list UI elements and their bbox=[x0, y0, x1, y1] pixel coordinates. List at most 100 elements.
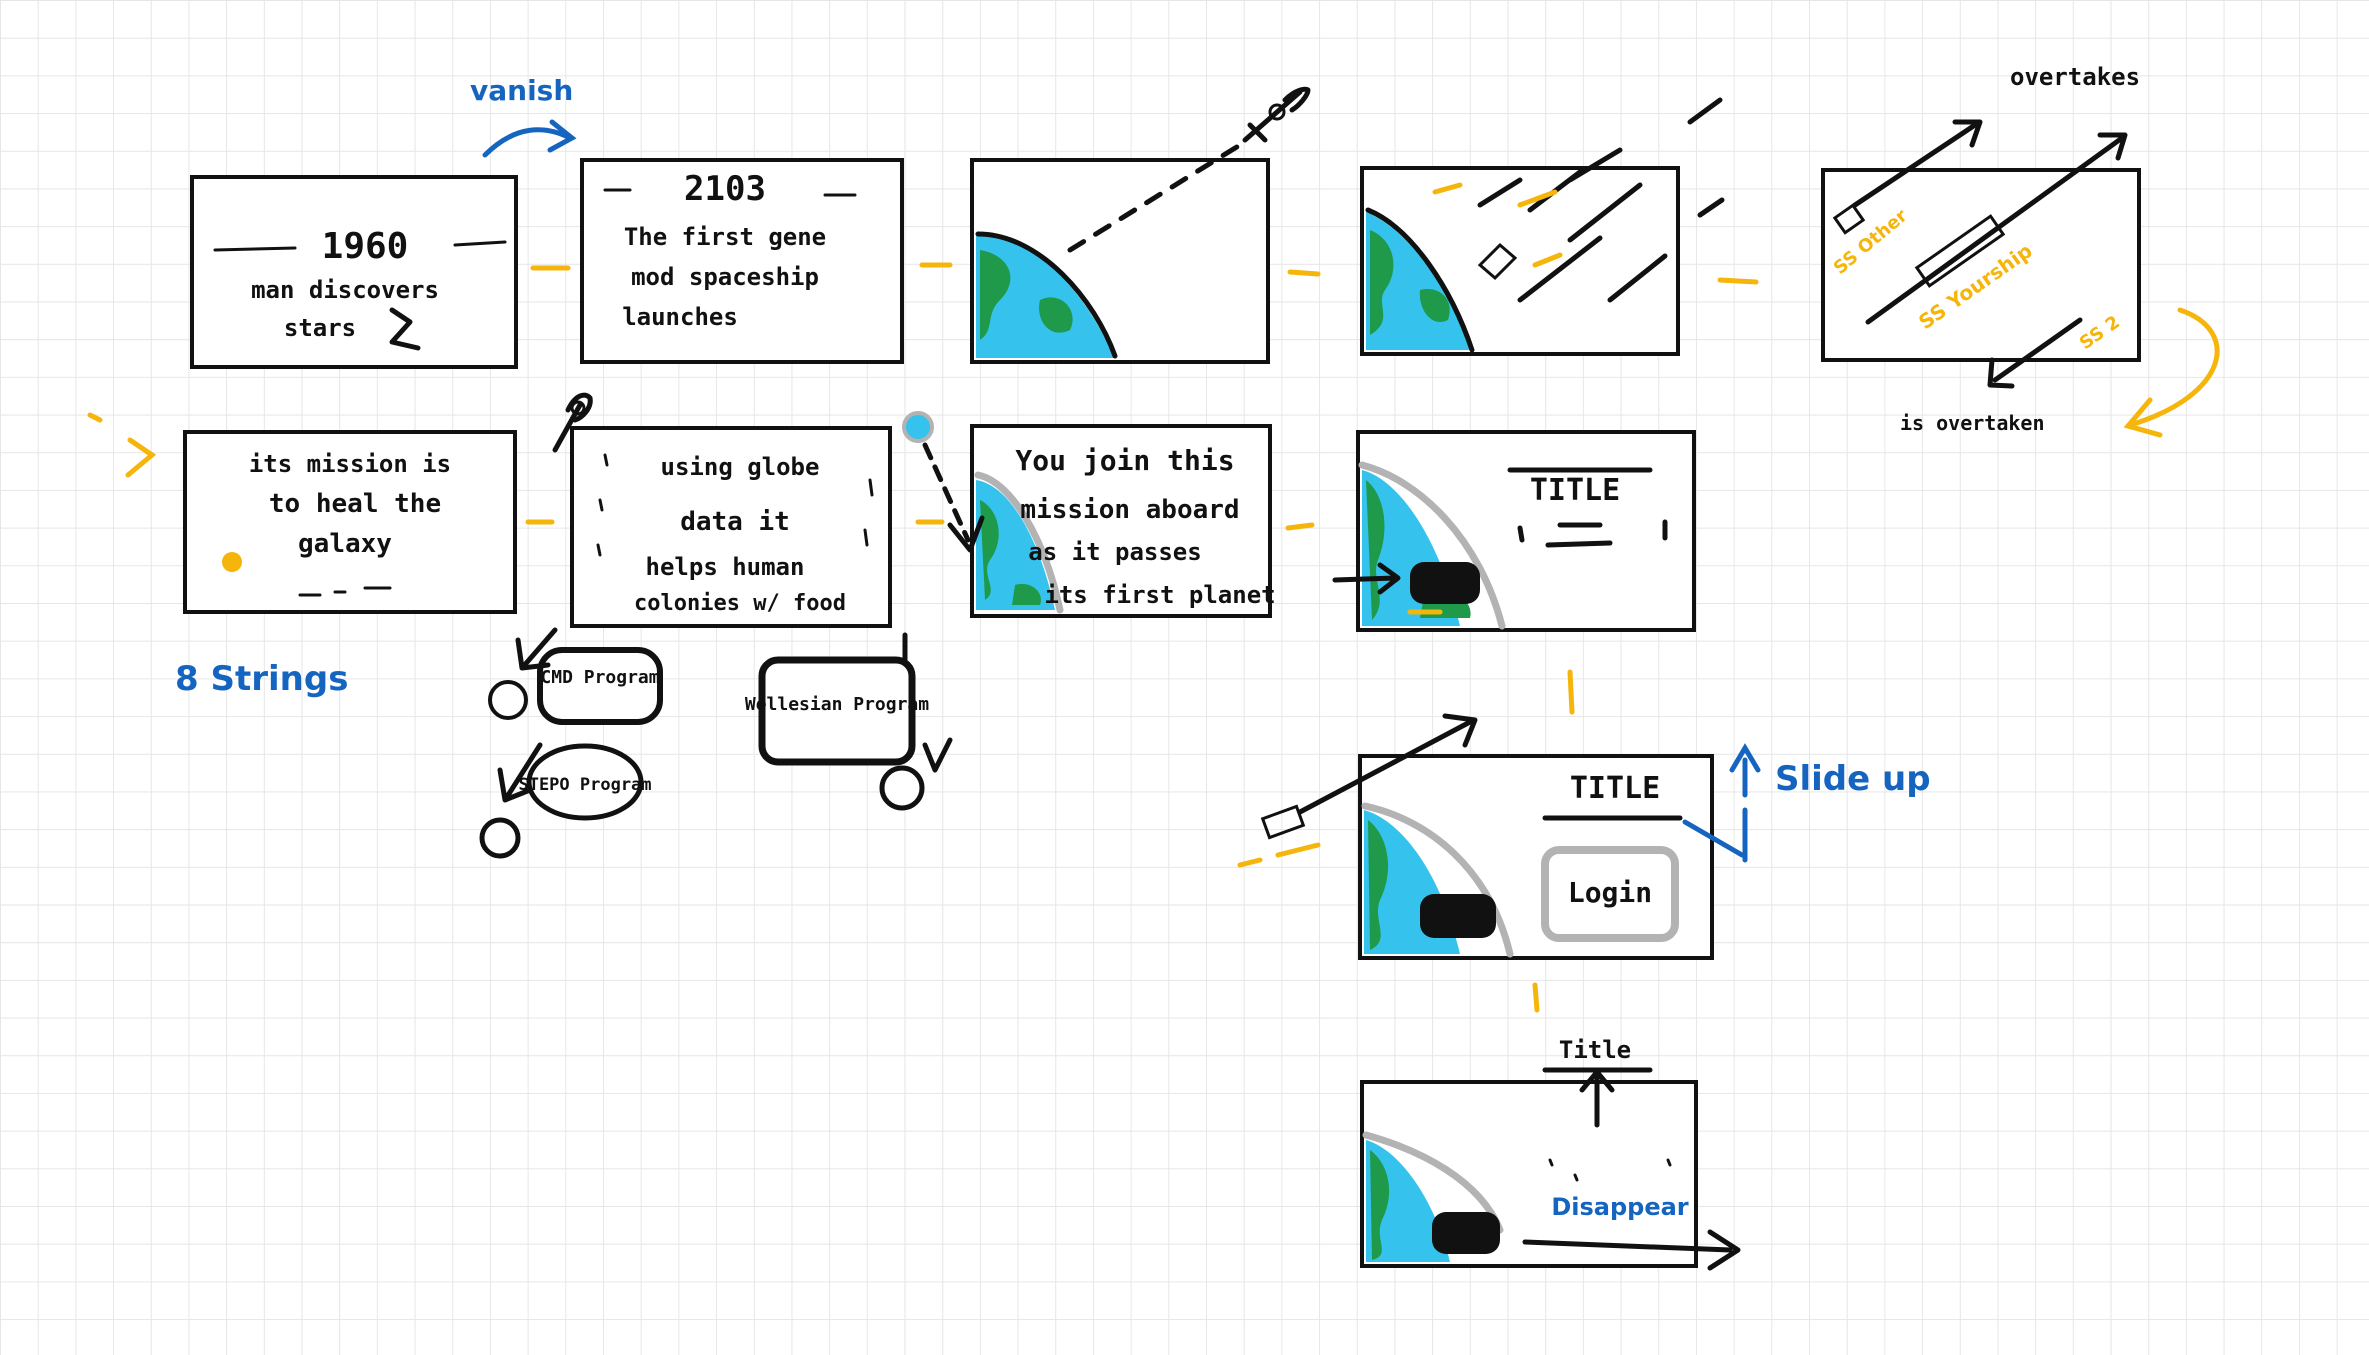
bubble-1-node bbox=[488, 680, 528, 720]
panel-7-line-2: data it bbox=[680, 507, 790, 537]
panel-2-frame bbox=[580, 158, 904, 364]
planet-horizon bbox=[1365, 207, 1475, 353]
slide-up-arrow bbox=[1729, 743, 1761, 798]
zoom-arrow-head bbox=[947, 515, 985, 553]
rocket-icon bbox=[552, 392, 593, 453]
bubble-wellesian-program: Wellesian Program bbox=[745, 632, 953, 811]
label-overtaken: is overtaken bbox=[1900, 411, 2045, 435]
planet-ocean bbox=[1366, 1140, 1450, 1262]
row-1-connectors bbox=[530, 262, 1759, 285]
orbit-line bbox=[1358, 461, 1506, 630]
planet-land bbox=[980, 250, 1073, 340]
planet-ocean bbox=[976, 480, 1055, 610]
year-dash-lines bbox=[213, 240, 507, 252]
overtake-line-a bbox=[1852, 122, 1978, 208]
panel-2: 2103 The first gene mod spaceship launch… bbox=[580, 158, 904, 364]
panel-2-line-2: mod spaceship bbox=[631, 263, 819, 291]
panel-11-disappear-label: Disappear bbox=[1551, 1193, 1688, 1221]
panel-2-line-3: launches bbox=[622, 303, 738, 331]
note-vanish: vanish bbox=[470, 74, 573, 107]
launch-trajectory bbox=[1067, 142, 1243, 253]
label-overtakes: overtakes bbox=[2010, 63, 2140, 91]
bubble-2-frame bbox=[526, 743, 644, 821]
login-button[interactable] bbox=[1541, 846, 1679, 942]
spaceship-icon bbox=[1432, 1212, 1500, 1254]
ship-other-icon bbox=[1832, 203, 1866, 235]
bubble-3-arrow bbox=[902, 632, 953, 773]
planet-horizon bbox=[975, 231, 1118, 359]
rocket-icon bbox=[1242, 86, 1311, 143]
vanish-arrow bbox=[482, 127, 573, 158]
panel-8-line-2: mission aboard bbox=[1020, 495, 1239, 525]
login-placeholder bbox=[1517, 519, 1668, 548]
speed-lines-yellow bbox=[1432, 182, 1563, 268]
bubble-1-frame bbox=[537, 647, 663, 725]
zoom-dashed-arrow bbox=[922, 442, 971, 543]
panel-3 bbox=[970, 142, 1270, 364]
bubble-2-node bbox=[479, 817, 521, 859]
panel-2-year: 2103 bbox=[684, 169, 766, 209]
planet-ocean bbox=[976, 236, 1114, 358]
disappear-arrow bbox=[1522, 1229, 1741, 1271]
panel-9: TITLE bbox=[1332, 430, 1696, 632]
panel-5-frame bbox=[1821, 168, 2141, 362]
spaceship-icon bbox=[1420, 894, 1496, 938]
panel-7-line-1: using globe bbox=[661, 453, 820, 481]
sun-icon bbox=[222, 552, 242, 572]
panel-6-line-1: its mission is bbox=[249, 450, 451, 478]
panel-1: 1960 man discovers stars bbox=[190, 175, 518, 369]
planet-land bbox=[980, 500, 1041, 605]
planet-land bbox=[1370, 230, 1450, 335]
overtake-arrow-head-b bbox=[2097, 132, 2128, 161]
title-up-arrow bbox=[1542, 1067, 1653, 1128]
panel-4-outer-lines bbox=[1687, 97, 1725, 218]
dust-dots bbox=[1548, 1158, 1672, 1182]
overtake-arrow-head-a bbox=[1952, 119, 1983, 148]
panel-1-line-1: man discovers bbox=[251, 276, 439, 304]
panel-1-year: 1960 bbox=[322, 226, 409, 267]
bubble-2-arrow bbox=[497, 742, 543, 803]
panel-1-line-2: stars bbox=[284, 314, 356, 342]
down-connector-2 bbox=[1532, 982, 1540, 1013]
passing-ship-trajectory bbox=[1297, 719, 1473, 815]
panel-6-frame bbox=[183, 430, 517, 614]
panel-6-line-2: to heal the bbox=[269, 489, 441, 519]
panel-7-line-3: helps human bbox=[646, 553, 805, 581]
login-button-label: Login bbox=[1568, 876, 1652, 909]
passing-ship-arrow-head bbox=[1442, 713, 1478, 748]
wrap-arrow-head bbox=[2123, 397, 2163, 438]
panel-10-title: TITLE bbox=[1570, 771, 1660, 806]
panel-6: its mission is to heal the galaxy bbox=[183, 430, 517, 614]
planet-land bbox=[1370, 1150, 1390, 1260]
bubble-3-node bbox=[879, 765, 925, 811]
bubble-cmd-program: CMD Program bbox=[488, 627, 663, 725]
wrap-arrow bbox=[2127, 307, 2220, 428]
panel-9-title: TITLE bbox=[1530, 473, 1620, 508]
star-dots bbox=[596, 453, 874, 557]
bubble-stepo-program: STEPO Program bbox=[479, 742, 652, 859]
overtaken-line bbox=[1992, 317, 2083, 383]
star-dots bbox=[298, 586, 392, 597]
panel-6-line-3: galaxy bbox=[298, 529, 392, 559]
bubble-3-frame bbox=[758, 656, 916, 766]
down-connector-1 bbox=[1567, 669, 1575, 715]
panel-8-line-3: as it passes bbox=[1028, 538, 1201, 566]
spaceship-icon bbox=[1477, 242, 1518, 281]
orbit-line bbox=[1361, 802, 1514, 958]
panel-8-line-4: its first planet bbox=[1044, 581, 1275, 609]
year-dash-lines bbox=[603, 188, 857, 197]
bubble-3-word-1: Wellesian Program bbox=[745, 694, 929, 715]
passing-ship-icon bbox=[1260, 804, 1306, 840]
spaceship-icon bbox=[1410, 562, 1480, 604]
panel-4 bbox=[1360, 147, 1680, 356]
overtake-line-b bbox=[1865, 135, 2125, 325]
panel-5: SS Other SS Yourship SS 2 bbox=[1821, 119, 2141, 389]
bubble-2-word-1: STEPO Program bbox=[518, 775, 651, 795]
orbit-line bbox=[974, 471, 1064, 614]
ship-pointer-arrow bbox=[1332, 562, 1401, 595]
panel-11-title-label: Title bbox=[1559, 1036, 1631, 1064]
panel-7-line-4: colonies w/ food bbox=[634, 591, 846, 616]
panel-7-frame bbox=[570, 426, 892, 628]
panel-8-line-1: You join this bbox=[1015, 444, 1234, 477]
overtaken-arrow-head bbox=[1987, 357, 2015, 389]
